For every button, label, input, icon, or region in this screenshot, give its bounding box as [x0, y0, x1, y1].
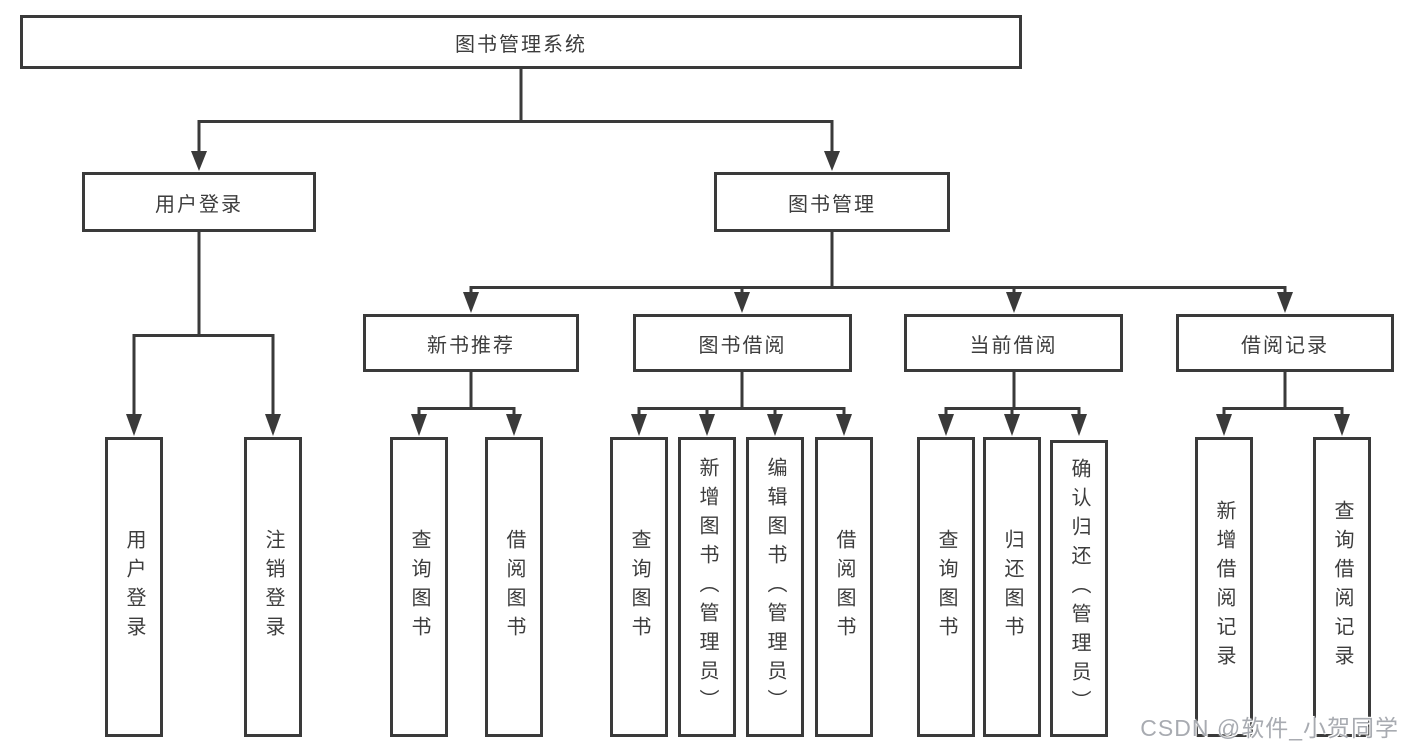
leaf-label: 归还图书	[1001, 529, 1023, 645]
arrow-down-icon	[411, 414, 427, 436]
arrow-down-icon	[1006, 292, 1022, 313]
node-new-book-recommendation: 新书推荐	[363, 314, 579, 372]
leaf-current-confirm-return-admin: 确认归还（管理员）	[1050, 440, 1108, 737]
leaf-label: 借阅图书	[833, 529, 855, 645]
leaf-newbook-borrow-books: 借阅图书	[485, 437, 543, 737]
leaf-borrowing-query-books: 查询图书	[610, 437, 668, 737]
leaf-borrowing-borrow-books: 借阅图书	[815, 437, 873, 737]
connector-root-split	[197, 67, 834, 155]
leaf-label: 借阅图书	[503, 529, 525, 645]
arrow-down-icon	[126, 414, 142, 436]
leaf-label: 新增图书（管理员）	[696, 456, 718, 718]
arrow-down-icon	[767, 414, 783, 436]
arrow-down-icon	[506, 414, 522, 436]
leaf-current-return-books: 归还图书	[983, 437, 1041, 737]
leaf-user-login: 用户登录	[105, 437, 163, 737]
arrow-down-icon	[1071, 414, 1087, 436]
arrow-down-icon	[1216, 414, 1232, 436]
arrow-down-icon	[463, 292, 479, 313]
leaf-records-add-record: 新增借阅记录	[1195, 437, 1253, 737]
node-label: 图书管理系统	[455, 33, 587, 56]
leaf-label: 查询借阅记录	[1331, 500, 1353, 674]
node-label: 当前借阅	[969, 334, 1058, 357]
node-label: 用户登录	[155, 193, 243, 216]
node-current-borrowing: 当前借阅	[904, 314, 1123, 372]
connector-newbook-split	[417, 370, 516, 418]
arrow-down-icon	[631, 414, 647, 436]
arrow-down-icon	[824, 151, 840, 171]
arrow-down-icon	[265, 414, 281, 436]
arrow-down-icon	[191, 151, 207, 171]
leaf-borrowing-add-books-admin: 新增图书（管理员）	[678, 437, 736, 737]
leaf-current-query-books: 查询图书	[917, 437, 975, 737]
arrow-down-icon	[938, 414, 954, 436]
arrow-down-icon	[1277, 292, 1293, 313]
arrow-down-icon	[836, 414, 852, 436]
leaf-label: 用户登录	[123, 529, 145, 645]
leaf-label: 查询图书	[935, 529, 957, 645]
leaf-records-query-record: 查询借阅记录	[1313, 437, 1371, 737]
leaf-label: 新增借阅记录	[1213, 500, 1235, 674]
leaf-label: 确认归还（管理员）	[1068, 458, 1090, 719]
leaf-borrowing-edit-books-admin: 编辑图书（管理员）	[746, 437, 804, 737]
node-library-management-system: 图书管理系统	[20, 15, 1022, 69]
node-user-login: 用户登录	[82, 172, 316, 232]
connector-current-split	[944, 370, 1081, 418]
leaf-label: 编辑图书（管理员）	[764, 456, 786, 718]
arrow-down-icon	[734, 292, 750, 313]
connector-records-split	[1222, 370, 1344, 418]
leaf-logout-login: 注销登录	[244, 437, 302, 737]
node-label: 借阅记录	[1241, 334, 1329, 357]
node-label: 图书借阅	[698, 334, 787, 357]
leaf-label: 注销登录	[262, 529, 284, 645]
watermark: CSDN @软件_小贺同学	[1140, 715, 1399, 741]
leaf-newbook-query-books: 查询图书	[390, 437, 448, 737]
node-borrowing-records: 借阅记录	[1176, 314, 1394, 372]
node-book-borrowing: 图书借阅	[633, 314, 852, 372]
arrow-down-icon	[699, 414, 715, 436]
arrow-down-icon	[1334, 414, 1350, 436]
node-label: 新书推荐	[427, 334, 515, 357]
arrow-down-icon	[1004, 414, 1020, 436]
connector-user-login-split	[132, 230, 275, 418]
arrowheads	[126, 151, 1350, 436]
node-label: 图书管理	[788, 193, 876, 216]
leaf-label: 查询图书	[408, 529, 430, 645]
connector-borrowing-split	[637, 370, 846, 418]
connector-book-mgmt-split	[469, 230, 1287, 296]
leaf-label: 查询图书	[628, 529, 650, 645]
node-book-management: 图书管理	[714, 172, 950, 232]
